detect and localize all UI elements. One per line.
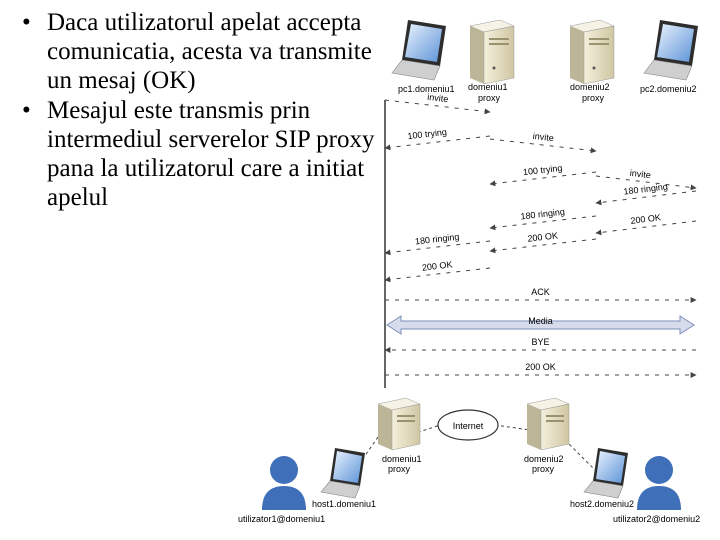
message-label: 180 ringing: [414, 232, 459, 247]
server-label: domeniu1: [382, 454, 422, 464]
message-label: invite: [427, 92, 449, 104]
server-icon: [377, 397, 421, 451]
bullet-marker: •: [22, 97, 31, 124]
bullet-text: Daca utilizatorul apelat accepta comunic…: [47, 9, 372, 94]
user-icon: [262, 456, 306, 510]
laptop-icon: [391, 20, 446, 81]
message-label: 180 ringing: [520, 207, 565, 222]
message-label: 200 OK: [630, 212, 662, 226]
server-label: domeniu2: [524, 454, 564, 464]
link-line: [494, 424, 531, 431]
message-arrow: [384, 99, 491, 115]
message-label: 180 ringing: [623, 181, 668, 196]
bullet-item: • Daca utilizatorul apelat accepta comun…: [22, 8, 392, 95]
host-label: host2.domeniu2: [570, 499, 634, 509]
bullet-marker: •: [22, 9, 31, 36]
message-arrow: [489, 238, 597, 254]
participant-label: domeniu2: [570, 82, 610, 92]
link-line: [354, 436, 379, 471]
message-label: 200 OK: [525, 362, 556, 372]
message-label: 200 OK: [527, 230, 558, 243]
media-arrow: [386, 315, 695, 335]
message-arrow: [384, 267, 491, 283]
message-label: 100 trying: [522, 163, 562, 177]
bullet-item: • Mesajul este transmis prin intermediul…: [22, 96, 392, 212]
message-label: invite: [629, 168, 651, 180]
host-label: host1.domeniu1: [312, 499, 376, 509]
participant-sublabel: proxy: [478, 93, 501, 103]
message-arrow: [384, 135, 491, 151]
laptop-icon: [643, 20, 698, 81]
server-icon: [526, 397, 570, 451]
network-topology: Internet domeniu1 proxy domeniu2 proxy: [238, 397, 700, 524]
message-label: 200 OK: [421, 259, 452, 272]
message-arrow: [595, 190, 697, 206]
server-sublabel: proxy: [388, 464, 411, 474]
message-label: ACK: [531, 287, 550, 297]
laptop-icon: [583, 448, 628, 499]
participants: pc1.domeniu1 domeniu1 proxy do: [391, 19, 698, 103]
server-icon: [569, 19, 615, 85]
user-label: utilizator1@domeniu1: [238, 514, 325, 524]
participant-label: pc2.domeniu2: [640, 84, 697, 94]
message-label: BYE: [531, 337, 549, 347]
message-arrow: [489, 171, 597, 187]
user-label: utilizator2@domeniu2: [613, 514, 700, 524]
message-arrow: [595, 220, 697, 236]
bullet-list: • Daca utilizatorul apelat accepta comun…: [22, 8, 392, 213]
link-line: [564, 439, 596, 471]
server-sublabel: proxy: [532, 464, 555, 474]
server-icon: [469, 19, 515, 85]
message-label: Media: [528, 316, 553, 326]
message-label: invite: [532, 131, 554, 143]
participant-label: domeniu1: [468, 82, 508, 92]
participant-label: pc1.domeniu1: [398, 84, 455, 94]
cloud-label: Internet: [453, 421, 484, 431]
participant-sublabel: proxy: [582, 93, 605, 103]
user-icon: [637, 456, 681, 510]
bullet-text: Mesajul este transmis prin intermediul s…: [47, 97, 375, 211]
cloud-icon: [437, 409, 499, 441]
message-arrow: [384, 240, 491, 256]
message-arrow: [489, 215, 597, 231]
laptop-icon: [320, 448, 365, 499]
message-label: 100 trying: [407, 127, 447, 141]
message-arrow: [595, 175, 697, 191]
message-arrow: [489, 138, 597, 154]
